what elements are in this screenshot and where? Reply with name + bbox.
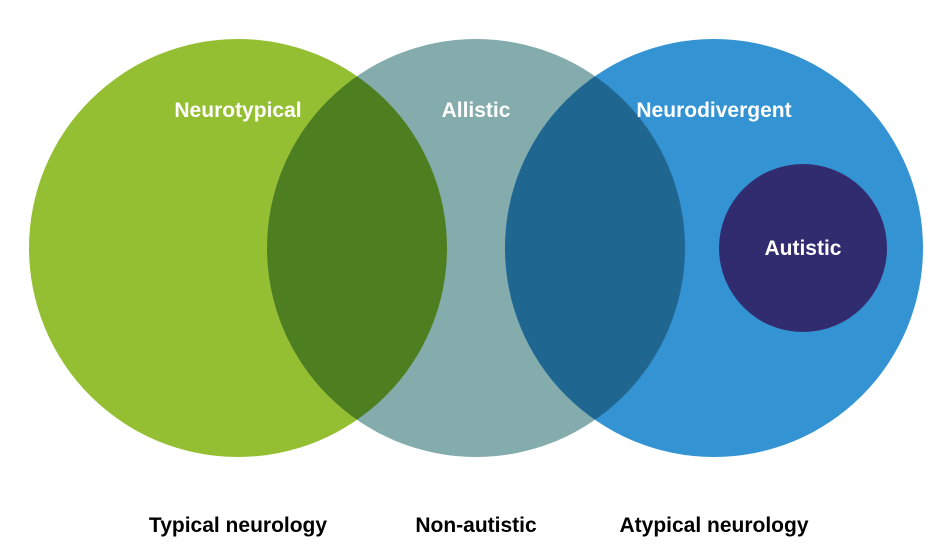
neurotypical-allistic-overlap <box>267 39 447 457</box>
atypical-neurology-caption: Atypical neurology <box>619 514 808 537</box>
neurodivergent-label: Neurodivergent <box>636 99 791 122</box>
autistic-label: Autistic <box>764 237 841 260</box>
allistic-neurodivergent-overlap <box>505 39 685 457</box>
neurotypical-label: Neurotypical <box>174 99 301 122</box>
typical-neurology-caption: Typical neurology <box>149 514 327 537</box>
non-autistic-caption: Non-autistic <box>415 514 537 537</box>
autistic-circle <box>719 164 887 332</box>
allistic-label: Allistic <box>442 99 511 122</box>
